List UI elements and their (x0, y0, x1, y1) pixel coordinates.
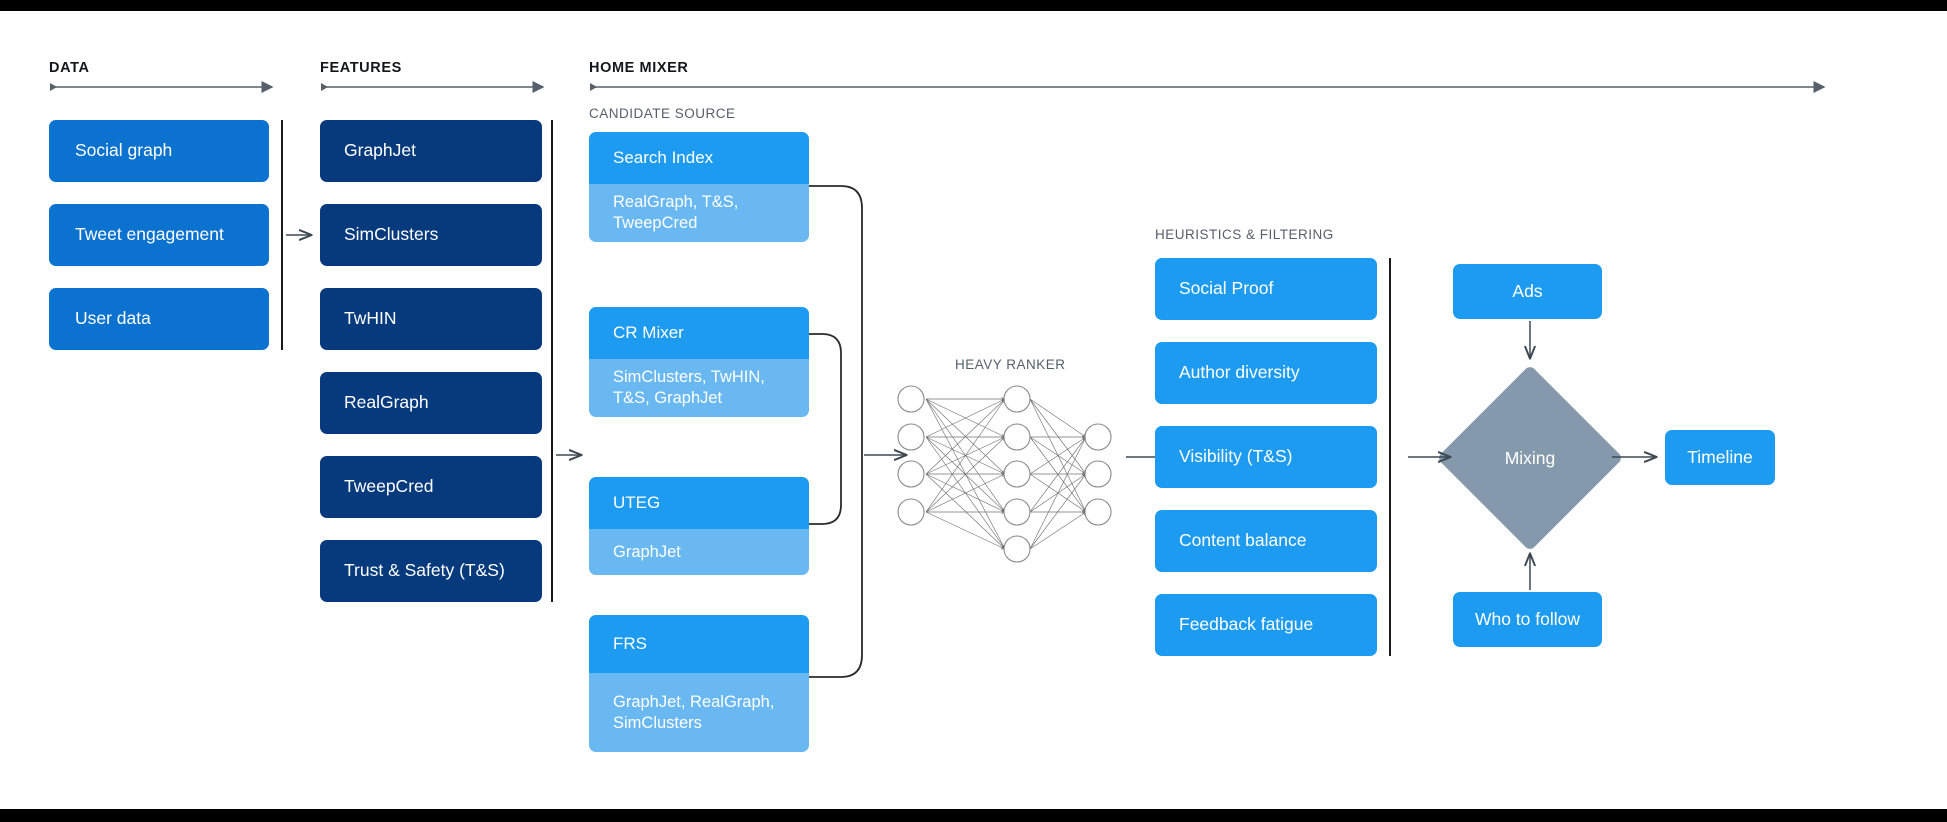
who-to-follow-label: Who to follow (1474, 608, 1581, 629)
heuristic-box-label: Content balance (1179, 530, 1307, 551)
mixing-diamond-label: Mixing (1504, 448, 1556, 468)
candidate-source-features: SimClusters, TwHIN, T&S, GraphJet (589, 359, 809, 417)
section-header-home-mixer: HOME MIXER (589, 60, 689, 76)
candidate-source-name: FRS (589, 615, 809, 673)
feature-box-graphjet[interactable]: GraphJet (320, 120, 542, 182)
heuristic-box-visibility[interactable]: Visibility (T&S) (1155, 426, 1377, 488)
feature-box-label: TweepCred (344, 476, 434, 497)
feature-box-simclusters[interactable]: SimClusters (320, 204, 542, 266)
section-header-features: FEATURES (320, 60, 402, 76)
feature-box-label: RealGraph (344, 392, 429, 413)
section-header-heavy-ranker: HEAVY RANKER (955, 357, 1066, 372)
ads-label: Ads (1512, 280, 1543, 301)
feature-box-label: TwHIN (344, 308, 397, 329)
feature-box-label: GraphJet (344, 140, 416, 161)
feature-box-label: SimClusters (344, 224, 439, 245)
feature-box-trust-safety[interactable]: Trust & Safety (T&S) (320, 540, 542, 602)
section-header-candidate-source: CANDIDATE SOURCE (589, 106, 736, 121)
candidate-source-card-frs[interactable]: FRS GraphJet, RealGraph, SimClusters (589, 615, 809, 752)
heuristic-box-social-proof[interactable]: Social Proof (1155, 258, 1377, 320)
feature-box-realgraph[interactable]: RealGraph (320, 372, 542, 434)
candidate-source-features: GraphJet, RealGraph, SimClusters (589, 673, 809, 752)
data-box-label: Social graph (75, 140, 173, 161)
heuristic-box-label: Social Proof (1179, 278, 1274, 299)
candidate-source-name: CR Mixer (589, 307, 809, 359)
heuristic-box-author-diversity[interactable]: Author diversity (1155, 342, 1377, 404)
heuristic-box-content-balance[interactable]: Content balance (1155, 510, 1377, 572)
data-box-user-data[interactable]: User data (49, 288, 269, 350)
data-box-label: User data (75, 308, 151, 329)
output-timeline[interactable]: Timeline (1665, 430, 1775, 485)
divider-features-home-mixer (551, 120, 553, 602)
mixing-input-ads[interactable]: Ads (1453, 264, 1602, 319)
candidate-source-features: RealGraph, T&S, TweepCred (589, 184, 809, 242)
candidate-source-name: UTEG (589, 477, 809, 529)
top-letterbox (0, 0, 1947, 11)
divider-heuristics-mixing (1389, 258, 1391, 656)
feature-box-twhin[interactable]: TwHIN (320, 288, 542, 350)
heuristic-box-label: Feedback fatigue (1179, 614, 1314, 635)
bottom-letterbox (0, 809, 1947, 822)
heuristic-box-label: Author diversity (1179, 362, 1300, 383)
heuristic-box-feedback-fatigue[interactable]: Feedback fatigue (1155, 594, 1377, 656)
candidate-source-card-cr-mixer[interactable]: CR Mixer SimClusters, TwHIN, T&S, GraphJ… (589, 307, 809, 417)
data-box-social-graph[interactable]: Social graph (49, 120, 269, 182)
data-box-tweet-engagement[interactable]: Tweet engagement (49, 204, 269, 266)
candidate-source-features: GraphJet (589, 529, 809, 575)
section-header-heuristics: HEURISTICS & FILTERING (1155, 227, 1334, 242)
data-box-label: Tweet engagement (75, 224, 224, 245)
candidate-source-card-uteg[interactable]: UTEG GraphJet (589, 477, 809, 575)
feature-box-tweepcred[interactable]: TweepCred (320, 456, 542, 518)
heuristic-box-label: Visibility (T&S) (1179, 446, 1293, 467)
mixing-input-who-to-follow[interactable]: Who to follow (1453, 592, 1602, 647)
feature-box-label: Trust & Safety (T&S) (344, 560, 505, 581)
section-header-data: DATA (49, 60, 90, 76)
candidate-source-card-search-index[interactable]: Search Index RealGraph, T&S, TweepCred (589, 132, 809, 242)
timeline-label: Timeline (1687, 446, 1753, 467)
divider-data-features (281, 120, 283, 350)
candidate-source-name: Search Index (589, 132, 809, 184)
